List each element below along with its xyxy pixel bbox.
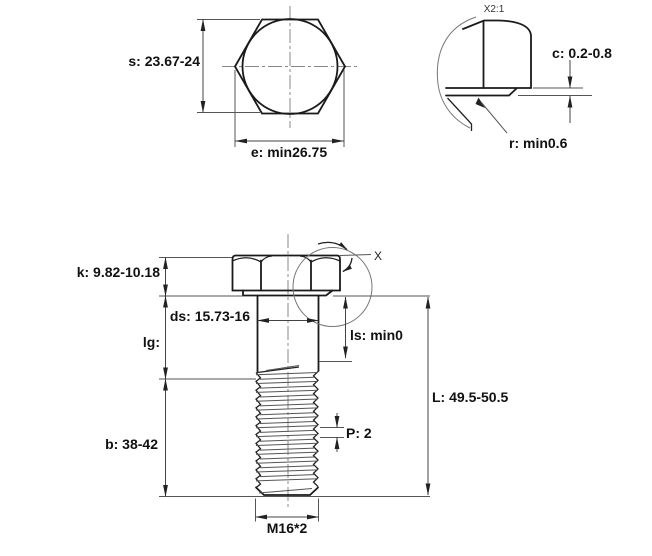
bolt-thread	[255, 371, 319, 496]
detail-boundary-arc	[436, 16, 477, 129]
lg-dimension-label: lg:	[143, 334, 160, 350]
thread-spec-label: M16*2	[267, 520, 308, 536]
detail-flange-bottom	[445, 87, 518, 97]
detail-head-profile	[445, 19, 532, 131]
r-dimension-label: r: min0.6	[509, 135, 568, 151]
e-dimension-label: e: min26.75	[251, 144, 327, 160]
head-top-view: s: 23.67-24 e: min26.75	[128, 6, 358, 160]
thread-root-lines	[259, 376, 315, 478]
detail-indicator: X	[292, 241, 382, 327]
detail-head-outline	[462, 19, 532, 89]
l-dimension-label: L: 49.5-50.5	[432, 389, 508, 405]
washer-face	[242, 289, 334, 297]
left-dimension-chain: k: 9.82-10.18 lg: b: 38-42	[77, 257, 430, 497]
detail-view-x: X2:1 c: 0.2-0.8 r: min0.6	[436, 4, 612, 151]
p-dimension: P: 2	[320, 413, 372, 452]
ls-dimension: ls: min0	[319, 296, 403, 362]
bolt-shank	[256, 294, 320, 374]
c-dimension-label: c: 0.2-0.8	[552, 45, 612, 61]
ds-dimension-label: ds: 15.73-16	[170, 308, 250, 324]
detail-circle	[292, 247, 373, 327]
bolt-side-view: X k: 9.82-10.18 lg: b: 38-42 ds: 15.73-1…	[77, 234, 508, 536]
r-leader-line	[480, 101, 508, 134]
r-leader-arrowhead	[475, 97, 485, 108]
ds-dimension: ds: 15.73-16	[170, 308, 319, 324]
s-dimension-label: s: 23.67-24	[128, 53, 200, 69]
thread-runout-line2	[265, 365, 300, 371]
r-callout: r: min0.6	[475, 97, 568, 151]
thread-crest-lines	[255, 372, 319, 482]
c-dimension: c: 0.2-0.8	[518, 45, 612, 123]
thread-runout-line	[257, 366, 300, 374]
detail-underhead-cone	[447, 97, 473, 131]
tip-chamfer	[255, 486, 319, 496]
head-outline	[231, 254, 341, 292]
l-dimension: L: 49.5-50.5	[425, 296, 508, 496]
rotation-arrow-upper	[317, 241, 348, 251]
bolt-head	[231, 254, 341, 297]
e-dimension: e: min26.75	[234, 70, 345, 160]
tip-thread-line	[258, 488, 313, 494]
x-leader-line	[339, 254, 372, 256]
head-chamfer-arcs	[232, 255, 341, 263]
ls-dimension-label: ls: min0	[350, 327, 403, 343]
s-dimension: s: 23.67-24	[128, 19, 260, 113]
k-dimension-label: k: 9.82-10.18	[77, 264, 160, 280]
thread-left-edge	[255, 372, 262, 489]
hexagon-outline	[233, 18, 347, 115]
inscribed-circle	[241, 18, 339, 115]
detail-view-title: X2:1	[484, 4, 505, 15]
thread-spec-dimension: M16*2	[255, 498, 319, 536]
thread-right-edge	[312, 371, 319, 488]
rotation-arrow-lower	[342, 257, 353, 273]
detail-marker-label: X	[374, 249, 382, 263]
p-dimension-label: P: 2	[346, 425, 372, 441]
b-dimension-label: b: 38-42	[105, 436, 158, 452]
